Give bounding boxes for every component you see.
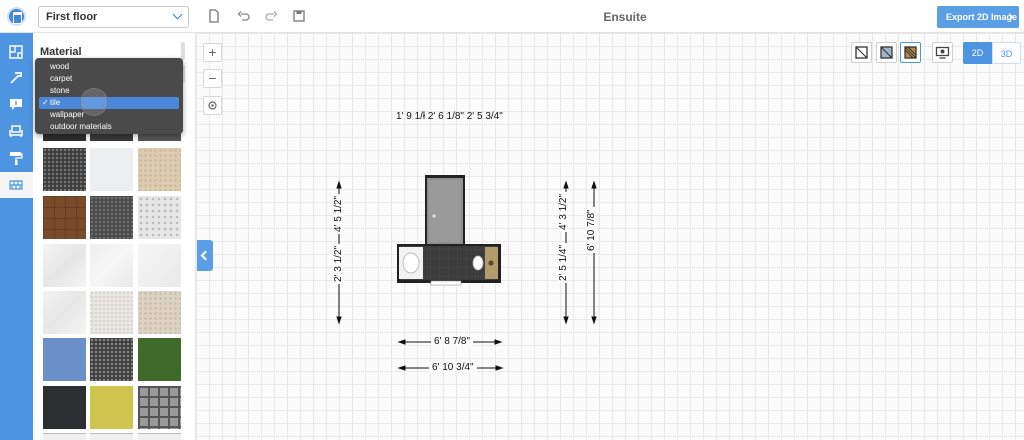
material-swatch[interactable] [43,386,86,429]
option-label: outdoor materials [50,122,112,131]
material-swatch[interactable] [43,196,86,239]
export-label: Export 2D Image [946,12,1018,22]
paint-roller-icon [10,152,23,165]
view-filled-icon [880,46,893,59]
redo-icon[interactable] [264,9,278,23]
view-textured-icon [904,46,917,59]
dimension-right-lower: 2' 5 1/4" [558,242,569,283]
info-tool[interactable] [0,91,33,117]
material-swatch[interactable] [138,148,181,191]
material-swatch[interactable] [90,291,133,334]
project-title: Ensuite [603,10,647,24]
floorplan-drawing [336,175,597,371]
paint-tool[interactable] [0,145,33,171]
mode-2d-button[interactable]: 2D [963,42,992,64]
new-file-icon[interactable] [207,9,221,23]
material-swatch[interactable] [138,130,181,141]
zoom-out-icon: − [208,70,217,86]
material-swatch[interactable] [138,244,181,287]
floor-select[interactable]: First floor [38,6,189,28]
material-swatch[interactable] [43,433,86,440]
tile-material-icon [9,180,23,190]
mode-3d-button[interactable]: 3D [992,42,1021,64]
dropdown-option-outdoor-materials[interactable]: outdoor materials [39,121,179,133]
dropdown-option-stone[interactable]: stone [39,85,179,97]
panel-title: Material [40,46,82,58]
dimension-left-upper: 4' 5 1/2" [333,193,344,234]
view-lines-icon [855,46,868,59]
shower-room[interactable] [425,175,465,245]
app-logo-icon[interactable] [7,7,26,26]
dropdown-option-tile[interactable]: ✓ tile [39,97,179,109]
floor-select-value: First floor [46,11,98,23]
top-bar: First floor Ensuite Export 2D Image [0,0,1024,33]
material-swatch[interactable] [90,196,133,239]
save-icon[interactable] [292,9,306,23]
dimension-right-total: 6' 10 7/8" [586,207,597,253]
material-swatch[interactable] [138,433,181,440]
dimension-left-lower: 2' 3 1/2" [333,243,344,284]
zoom-in-button[interactable]: + [203,43,222,62]
dimension-bottom-outer: 6' 10 3/4" [429,362,477,373]
subcategory-select-edge [181,65,185,83]
undo-icon[interactable] [237,9,251,23]
info-icon [10,99,22,110]
material-swatch[interactable] [90,386,133,429]
dropdown-option-wood[interactable]: wood [39,61,179,73]
material-swatch[interactable] [138,386,181,429]
recenter-icon [208,101,217,110]
view-filled-button[interactable] [876,42,897,63]
material-swatch[interactable] [90,148,133,191]
checkmark-icon: ✓ [42,98,49,107]
material-tool[interactable] [0,172,33,198]
option-label: wood [50,62,70,71]
material-category-dropdown[interactable]: wood carpet stone ✓ tile wallpaper outdo… [35,58,183,134]
floorplan-canvas[interactable] [196,33,1024,440]
zoom-out-button[interactable]: − [203,69,222,88]
floorplan-icon [9,45,23,59]
material-swatch[interactable] [43,291,86,334]
material-swatch[interactable] [90,130,133,141]
build-icon [10,72,22,84]
material-swatch[interactable] [138,196,181,239]
material-swatch[interactable] [43,338,86,381]
dimension-bottom-inner: 6' 8 7/8" [431,336,474,347]
material-swatch[interactable] [90,433,133,440]
material-swatch[interactable] [138,291,181,334]
material-swatch[interactable] [138,338,181,381]
dimension-right-upper: 4' 3 1/2" [558,191,569,232]
option-label: carpet [50,74,73,83]
dropdown-option-wallpaper[interactable]: wallpaper [39,109,179,121]
category-select-edge [181,42,185,60]
furniture-icon [9,125,23,137]
screen-capture-button[interactable] [932,42,953,63]
material-swatch[interactable] [43,244,86,287]
material-swatch[interactable] [90,244,133,287]
ensuite-room[interactable] [397,244,501,286]
view-lines-button[interactable] [851,42,872,63]
dropdown-option-carpet[interactable]: carpet [39,73,179,85]
material-swatch[interactable] [43,130,86,141]
zoom-in-icon: + [208,44,217,60]
option-label: stone [50,86,70,95]
material-swatch[interactable] [43,148,86,191]
screen-capture-icon [935,46,950,59]
export-2d-image-button[interactable]: Export 2D Image [937,6,1019,28]
option-label: tile [50,98,61,107]
option-label: wallpaper [50,110,85,119]
furniture-tool[interactable] [0,118,33,144]
floorplan-tool[interactable] [0,39,33,65]
material-swatch[interactable] [90,338,133,381]
cursor-highlight [80,88,108,116]
build-tool[interactable] [0,65,33,91]
left-toolbar [0,33,33,440]
recenter-button[interactable] [203,96,222,115]
dimension-top: 1' 9 1/ł 2' 6 1/8" 2' 5 3/4" [396,111,503,122]
view-textured-button[interactable] [900,42,921,63]
collapse-panel-button[interactable] [197,240,213,271]
